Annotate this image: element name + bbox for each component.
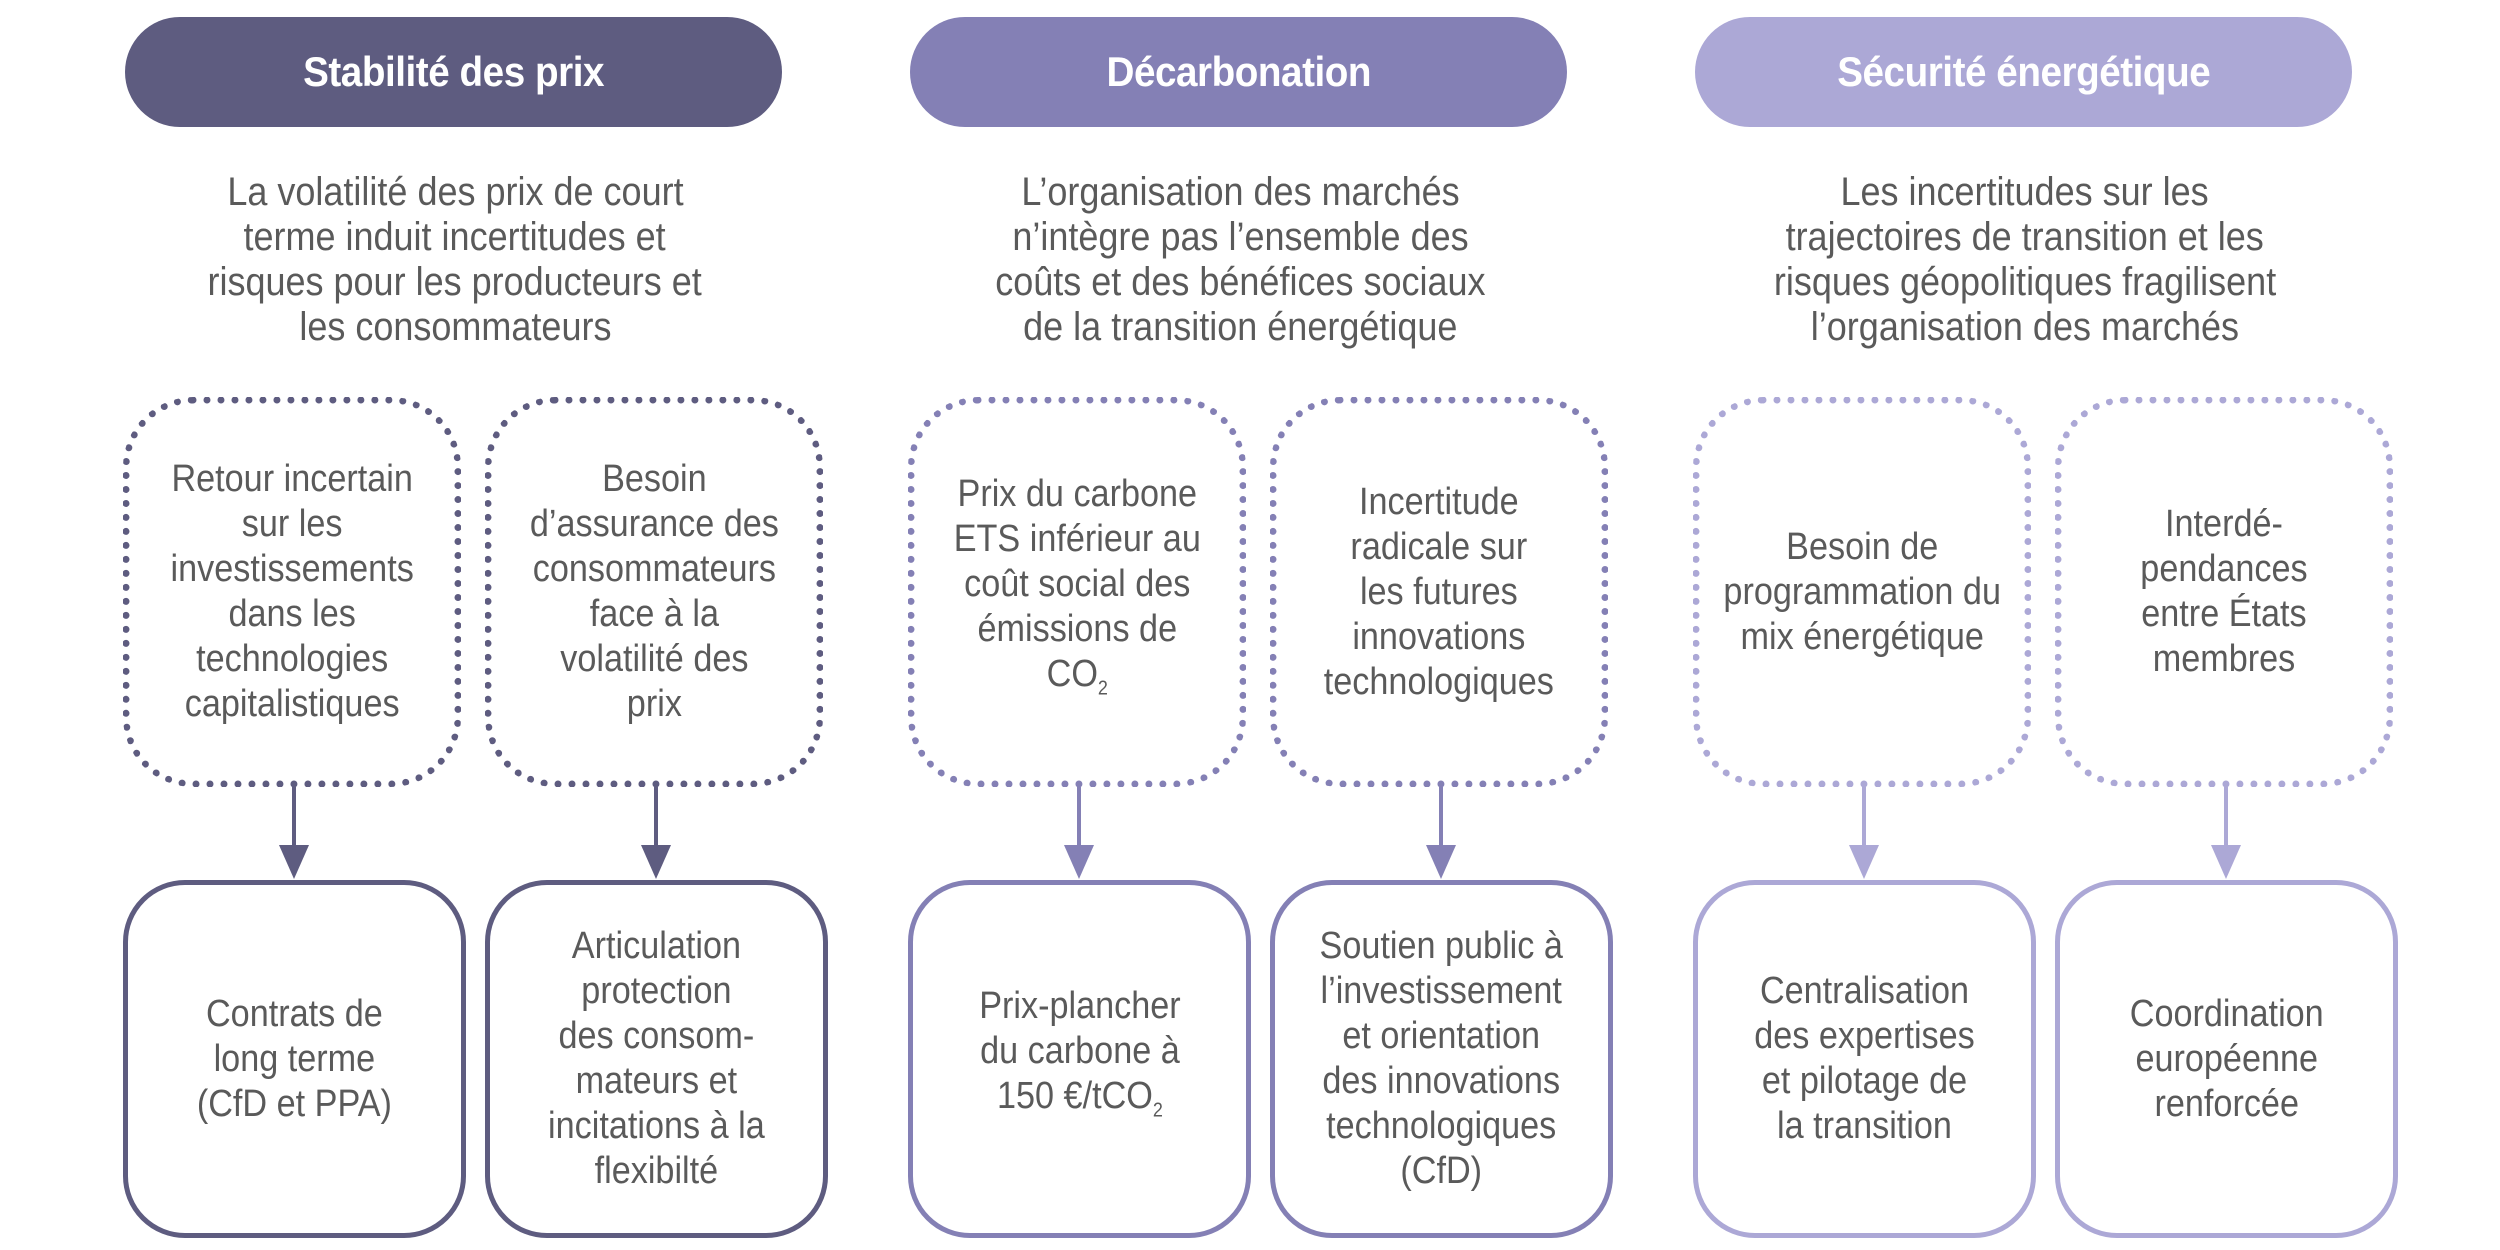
description-line: les consommateurs bbox=[298, 305, 612, 349]
column-securite-energetique: Sécurité énergétique Les incertitudes su… bbox=[1680, 0, 2400, 1250]
problem-box: Incertitude radicale sur les futures inn… bbox=[1270, 397, 1608, 787]
solution-text: Coordination européenne renforcée bbox=[2129, 992, 2324, 1125]
solution-box: Prix-plancher du carbone à 150 €/tCO2 bbox=[908, 880, 1251, 1238]
description-line: n’intègre pas l’ensemble des bbox=[1011, 215, 1469, 259]
problem-text: Besoin de programmation du mix énergétiq… bbox=[1723, 525, 2001, 658]
arrow-down-icon bbox=[1064, 787, 1094, 880]
description-line: terme induit incertitudes et bbox=[243, 215, 667, 259]
description-line: risques géopolitiques fragilisent bbox=[1773, 260, 2277, 304]
problem-box: Interdé- pendances entre États membres bbox=[2055, 397, 2393, 787]
arrow-down-icon bbox=[641, 787, 671, 880]
category-header-pill: Décarbonation bbox=[910, 17, 1567, 127]
category-title: Sécurité énergétique bbox=[1836, 48, 2211, 95]
category-description: L’organisation des marchés n’intègre pas… bbox=[915, 170, 1565, 350]
category-header-pill: Sécurité énergétique bbox=[1695, 17, 2352, 127]
solution-box: Coordination européenne renforcée bbox=[2055, 880, 2398, 1238]
arrow-down-icon bbox=[2211, 787, 2241, 880]
problem-box: Prix du carbone ETS inférieur au coût so… bbox=[908, 397, 1246, 787]
solution-text: Soutien public à l’investissement et ori… bbox=[1319, 925, 1564, 1192]
problem-text: Interdé- pendances entre États membres bbox=[2140, 503, 2308, 680]
solution-text: Articulation protection des consom- mate… bbox=[548, 925, 765, 1192]
solution-box: Soutien public à l’investissement et ori… bbox=[1270, 880, 1613, 1238]
column-stabilite-des-prix: Stabilité des prix La volatilité des pri… bbox=[110, 0, 830, 1250]
category-title: Stabilité des prix bbox=[303, 48, 604, 95]
solution-text: Contrats de long terme (CfD et PPA) bbox=[196, 992, 393, 1125]
arrow-down-icon bbox=[1849, 787, 1879, 880]
category-header-pill: Stabilité des prix bbox=[125, 17, 782, 127]
category-description: La volatilité des prix de court terme in… bbox=[130, 170, 780, 350]
problem-text: Prix du carbone ETS inférieur au coût so… bbox=[953, 472, 1200, 712]
problem-text: Incertitude radicale sur les futures inn… bbox=[1323, 480, 1555, 703]
description-line: coûts et des bénéfices sociaux bbox=[994, 260, 1486, 304]
description-line: l’organisation des marchés bbox=[1810, 305, 2240, 349]
solution-box: Centralisation des expertises et pilotag… bbox=[1693, 880, 2036, 1238]
category-title: Décarbonation bbox=[1106, 48, 1371, 95]
solution-text: Centralisation des expertises et pilotag… bbox=[1754, 970, 1975, 1147]
problem-box: Besoin d’assurance des consommateurs fac… bbox=[485, 397, 823, 787]
category-description: Les incertitudes sur les trajectoires de… bbox=[1700, 170, 2350, 350]
description-line: trajectoires de transition et les bbox=[1785, 215, 2265, 259]
description-line: La volatilité des prix de court bbox=[226, 170, 684, 214]
problem-text-main: Prix du carbone ETS inférieur au coût so… bbox=[953, 473, 1201, 696]
arrow-down-icon bbox=[279, 787, 309, 880]
column-decarbonation: Décarbonation L’organisation des marchés… bbox=[895, 0, 1615, 1250]
description-line: Les incertitudes sur les bbox=[1840, 170, 2210, 214]
subscript: 2 bbox=[1152, 1099, 1163, 1122]
solution-text-main: Prix-plancher du carbone à 150 €/tCO bbox=[978, 985, 1181, 1118]
problem-text: Retour incertain sur les investissements… bbox=[170, 458, 414, 725]
arrow-down-icon bbox=[1426, 787, 1456, 880]
problem-box: Retour incertain sur les investissements… bbox=[123, 397, 461, 787]
solution-text: Prix-plancher du carbone à 150 €/tCO2 bbox=[979, 984, 1180, 1134]
solution-box: Contrats de long terme (CfD et PPA) bbox=[123, 880, 466, 1238]
solution-box: Articulation protection des consom- mate… bbox=[485, 880, 828, 1238]
description-line: L’organisation des marchés bbox=[1020, 170, 1460, 214]
problem-text: Besoin d’assurance des consommateurs fac… bbox=[529, 458, 779, 725]
description-line: de la transition énergétique bbox=[1022, 305, 1458, 349]
subscript: 2 bbox=[1097, 677, 1108, 700]
problem-box: Besoin de programmation du mix énergétiq… bbox=[1693, 397, 2031, 787]
description-line: risques pour les producteurs et bbox=[207, 260, 703, 304]
